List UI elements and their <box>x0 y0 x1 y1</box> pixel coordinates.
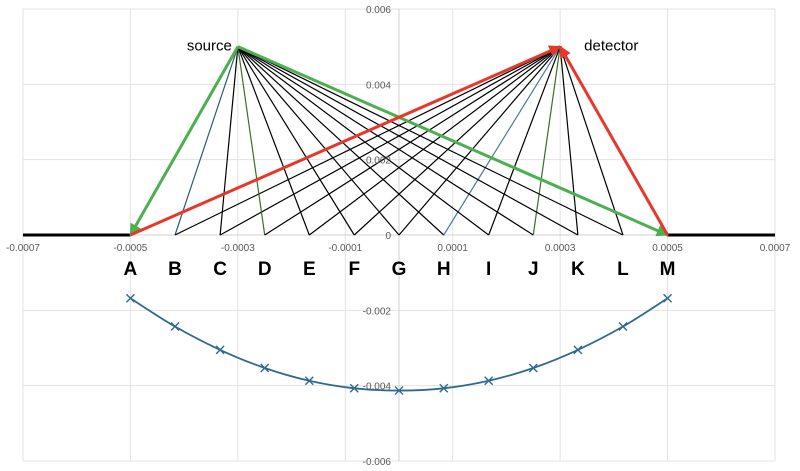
curve-marker <box>170 322 180 332</box>
x-tick-label: -0.0001 <box>328 243 362 254</box>
incident-ray-E <box>237 46 310 236</box>
curve-marker <box>528 363 538 373</box>
x-tick-label: -0.0005 <box>113 243 147 254</box>
y-tick-label: -0.004 <box>363 382 392 393</box>
curve-marker <box>573 345 583 355</box>
incident-ray-I <box>237 46 490 236</box>
curve-marker <box>484 376 494 386</box>
curve-series <box>125 293 673 396</box>
curve-marker <box>260 363 270 373</box>
point-label-I: I <box>486 259 491 280</box>
reflected-ray-E <box>308 46 561 236</box>
y-tick-label: 0 <box>385 231 391 242</box>
curve-marker <box>394 386 404 396</box>
curve-marker <box>618 322 628 332</box>
incident-ray-H <box>237 46 445 236</box>
incident-ray-D <box>237 46 266 236</box>
point-label-E: E <box>303 259 316 280</box>
green-arrow-source-to-A <box>129 45 240 237</box>
x-tick-label: -0.0003 <box>221 243 255 254</box>
green-arrow-source-to-M <box>237 45 669 237</box>
incident-ray-G <box>237 46 400 236</box>
reflected-ray-G <box>398 46 561 236</box>
red-arrow-A-to-detector <box>129 45 562 237</box>
curve-marker <box>215 345 225 355</box>
incident-ray-C <box>219 46 239 236</box>
x-tick-label: 0.0001 <box>437 243 468 254</box>
reflected-ray-H <box>443 46 561 236</box>
curve-marker <box>125 293 135 303</box>
point-label-C: C <box>213 259 227 280</box>
incident-ray-J <box>237 46 534 236</box>
point-label-B: B <box>168 259 182 280</box>
incident-ray-B <box>174 46 239 236</box>
x-tick-label: 0.0007 <box>760 243 791 254</box>
y-tick-label: 0.002 <box>366 156 391 167</box>
x-tick-label: 0.0003 <box>545 243 576 254</box>
incident-ray-K <box>237 46 579 236</box>
detector-label: detector <box>584 38 638 55</box>
x-tick-label: 0.0005 <box>652 243 683 254</box>
point-label-K: K <box>571 259 585 280</box>
y-tick-label: 0.006 <box>366 5 391 16</box>
point-label-L: L <box>617 259 629 280</box>
x-tick-label: -0.0007 <box>6 243 40 254</box>
reflected-ray-L <box>559 46 624 236</box>
point-label-G: G <box>392 259 407 280</box>
point-labels: A B C D E F G H I J K L M <box>124 259 676 280</box>
tick-labels: -0.0007 -0.0005 -0.0003 -0.0001 0.0001 0.0003… <box>6 5 791 468</box>
y-tick-label: -0.006 <box>363 457 392 468</box>
curve-marker <box>304 376 314 386</box>
reflected-ray-B <box>174 46 561 236</box>
reflected-ray-I <box>488 46 561 236</box>
point-label-D: D <box>258 259 272 280</box>
incident-ray-F <box>237 46 355 236</box>
curve-marker <box>439 383 449 393</box>
source-label: source <box>187 38 232 55</box>
y-tick-label: -0.002 <box>363 306 392 317</box>
rays <box>23 45 775 237</box>
point-label-M: M <box>660 259 676 280</box>
point-label-J: J <box>528 259 539 280</box>
y-tick-label: 0.004 <box>366 80 391 91</box>
reflected-ray-K <box>559 46 579 236</box>
point-label-A: A <box>124 259 138 280</box>
red-arrow-M-to-detector <box>558 45 669 236</box>
curve-marker <box>663 293 673 303</box>
reflected-ray-C <box>219 46 561 236</box>
point-label-H: H <box>437 259 451 280</box>
point-label-F: F <box>348 259 360 280</box>
reflected-ray-F <box>353 46 561 236</box>
reflected-ray-D <box>264 46 561 236</box>
reflected-ray-J <box>532 46 561 236</box>
curve-marker <box>349 383 359 393</box>
incident-ray-L <box>237 46 624 236</box>
